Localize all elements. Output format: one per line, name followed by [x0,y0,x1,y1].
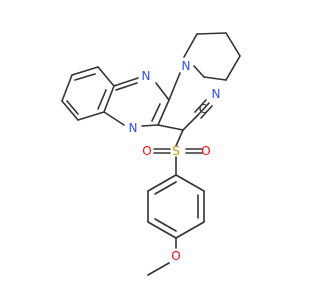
piperidine-ring [168,32,241,101]
pyrazine-ring [103,77,170,127]
atom-label-n-nitrile: N [212,87,221,101]
atom-label-n-bottom: N [129,121,138,135]
atom-label-oxygen-right: O [201,144,210,158]
sulfonyl-group [153,129,203,176]
atom-label-oxygen-left: O [142,144,151,158]
benzo-ring [61,66,115,121]
molecule-canvas: N N N N C S O O O [61,32,241,276]
atom-label-c-nitrile: C [199,102,207,116]
methoxyphenyl-ring [147,174,205,276]
atom-label-oxygen-methoxy: O [171,249,180,263]
atom-label-sulfur: S [172,144,180,158]
atom-label-n-top: N [142,69,151,83]
molecule-structure: N N N N C S O O O [61,32,241,276]
nitrile-group [157,99,213,131]
atom-label-n-piperidine: N [182,59,191,73]
